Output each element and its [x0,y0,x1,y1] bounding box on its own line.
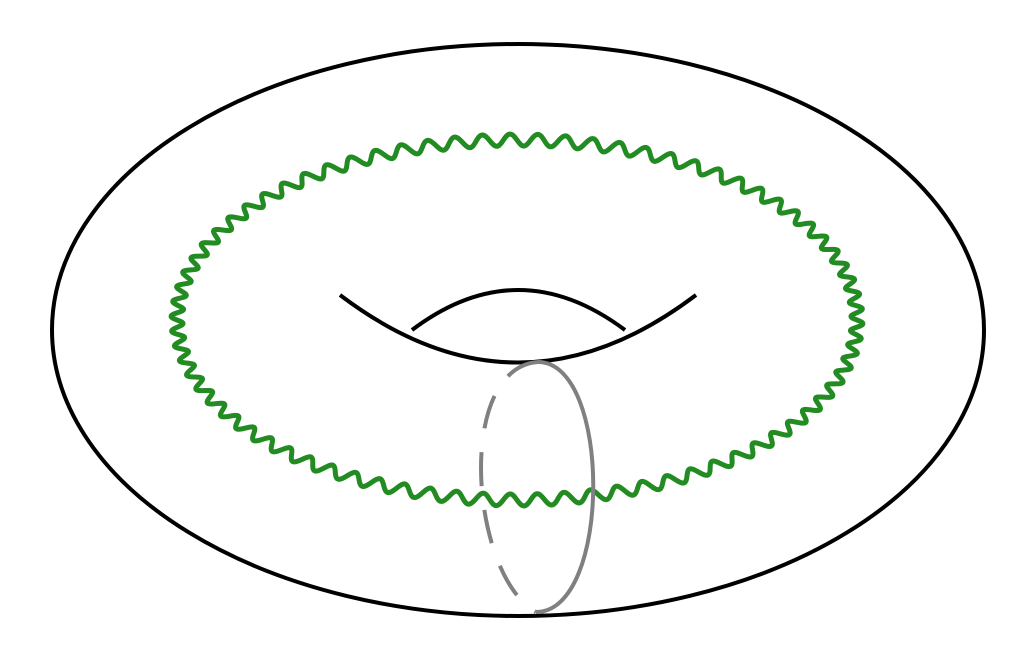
torus-hole-upper-curve [410,288,627,332]
meridian-loop-front [535,360,596,614]
wavy-longitudinal-loop [168,131,866,509]
torus-hole-lower-curve [338,293,698,365]
meridian-loop-back-dashed [479,360,539,614]
torus-outline [50,42,986,618]
